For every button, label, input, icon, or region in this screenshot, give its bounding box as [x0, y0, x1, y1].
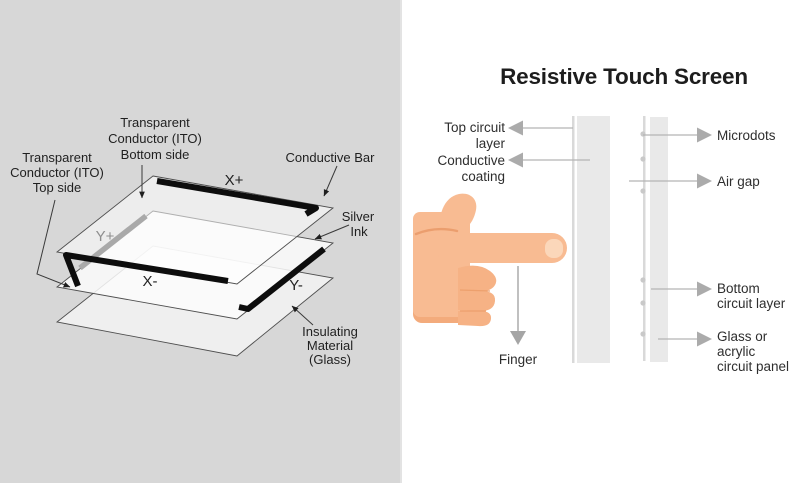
bottom-circuit-label-line2: circuit layer [717, 296, 786, 311]
microdot [640, 300, 646, 306]
hand-thumb [439, 193, 477, 238]
arrow-right-icon [697, 331, 712, 347]
exploded-view-panel: Transparent Conductor (ITO) Bottom side … [0, 0, 400, 483]
microdot [640, 131, 646, 137]
top-circuit-layer-bar [577, 116, 610, 363]
top-circuit-label-line2: layer [476, 136, 506, 151]
glass-panel-label-line3: circuit panel [717, 359, 789, 374]
arrow-right-icon [697, 127, 712, 143]
microdot [640, 331, 646, 337]
ito-bottom-label-line2: Conductor (ITO) [108, 131, 202, 146]
glass-panel-label-line1: Glass or [717, 329, 768, 344]
y-minus-label: Y- [289, 277, 303, 294]
fingernail [545, 239, 563, 258]
glass-panel-label-line2: acrylic [717, 344, 756, 359]
silver-ink-leader-arrow [314, 224, 350, 240]
y-plus-label: Y+ [96, 228, 115, 245]
microdots-label: Microdots [717, 128, 776, 143]
microdots-group [640, 131, 646, 337]
finger-label: Finger [499, 352, 538, 367]
ito-bottom-label-line1: Transparent [120, 115, 190, 130]
arrow-left-icon [508, 120, 523, 136]
insulating-label-line2: Material [307, 338, 353, 353]
bottom-circuit-thin-film [643, 116, 646, 361]
conductive-bar-label: Conductive Bar [286, 150, 376, 165]
x-minus-electrode-bar [63, 252, 229, 288]
silver-ink-label-line1: Silver [342, 209, 375, 224]
bottom-circuit-label-line1: Bottom [717, 281, 760, 296]
x-plus-electrode-bar [156, 178, 319, 217]
exploded-layers-diagram: Transparent Conductor (ITO) Bottom side … [10, 115, 376, 367]
cross-section-panel: Resistive Touch Screen [400, 0, 800, 483]
insulating-leader-arrow [291, 305, 314, 326]
silver-ink-label-line2: Ink [350, 224, 368, 239]
insulating-label-line1: Insulating [302, 324, 358, 339]
diagram-title: Resistive Touch Screen [500, 64, 748, 89]
index-finger [436, 233, 567, 263]
top-circuit-thin-film [572, 116, 575, 363]
conductive-bar-leader-arrow [323, 165, 338, 197]
curled-finger [458, 265, 497, 292]
microdot [640, 277, 646, 283]
ito-top-label-line3: Top side [33, 180, 81, 195]
arrow-right-icon [697, 173, 712, 189]
y-minus-electrode-bar [238, 246, 326, 312]
x-plus-label: X+ [225, 172, 244, 189]
curled-finger [458, 290, 496, 311]
glass-panel-bar [650, 117, 668, 362]
pointing-hand-illustration [413, 193, 567, 327]
microdot [640, 188, 646, 194]
finger-creases [459, 289, 491, 312]
ito-top-label-line2: Conductor (ITO) [10, 165, 104, 180]
conductive-coating-label-line2: coating [461, 169, 505, 184]
air-gap-label: Air gap [717, 174, 760, 189]
curled-finger [458, 311, 492, 327]
ito-bottom-label-line3: Bottom side [121, 147, 190, 162]
x-minus-label: X- [143, 273, 158, 290]
ito-top-leader-arrow [36, 199, 71, 288]
ito-top-label-line1: Transparent [22, 150, 92, 165]
arrow-right-icon [697, 281, 712, 297]
arrow-left-icon [508, 152, 523, 168]
ito-bottom-side-sheet [55, 175, 335, 285]
top-circuit-label-line1: Top circuit [444, 120, 505, 135]
conductive-coating-label-line1: Conductive [437, 153, 505, 168]
thumb-crease [414, 227, 459, 236]
cross-section-diagram: Resistive Touch Screen [413, 64, 789, 374]
arrow-down-icon [510, 331, 526, 345]
insulating-label-line3: (Glass) [309, 352, 351, 367]
microdot [640, 156, 646, 162]
